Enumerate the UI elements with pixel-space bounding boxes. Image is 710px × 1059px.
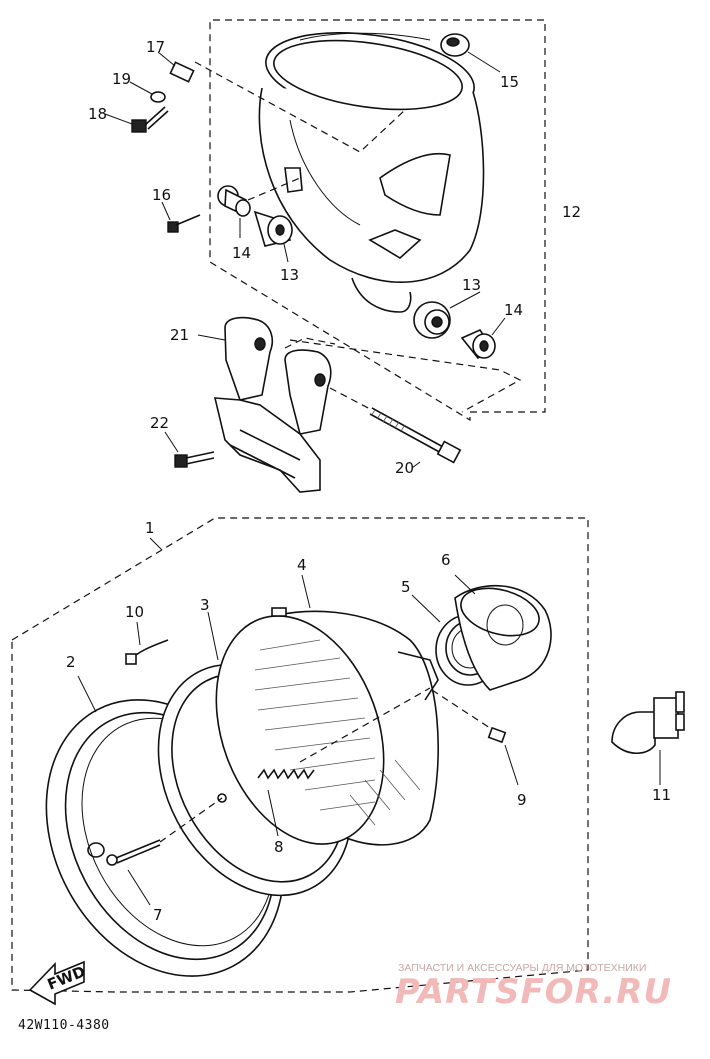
part-label-11: 11 bbox=[652, 786, 671, 804]
leader-14-left bbox=[247, 177, 301, 201]
leader-1 bbox=[149, 537, 163, 551]
bulb-cover-6 bbox=[454, 574, 552, 691]
bolt-20 bbox=[329, 387, 462, 469]
fwd-arrow: FWD bbox=[28, 960, 88, 1006]
leader-13-right bbox=[289, 339, 522, 413]
part-label-8: 8 bbox=[274, 838, 284, 856]
headlight-housing bbox=[258, 31, 485, 313]
collar-14-right bbox=[460, 317, 506, 360]
collar-14-left bbox=[217, 185, 251, 238]
adjust-spring-8 bbox=[257, 687, 431, 837]
part-label-15: 15 bbox=[500, 73, 519, 91]
part-label-14-left: 14 bbox=[232, 244, 251, 262]
part-label-4: 4 bbox=[297, 556, 307, 574]
clip-10 bbox=[125, 621, 169, 665]
part-label-13-right: 13 bbox=[462, 276, 481, 294]
screw-9 bbox=[431, 689, 519, 786]
part-label-17: 17 bbox=[146, 38, 165, 56]
bushing-13-left bbox=[253, 210, 293, 263]
part-label-13-left: 13 bbox=[280, 266, 299, 284]
part-label-18: 18 bbox=[88, 105, 107, 123]
part-label-10: 10 bbox=[125, 603, 144, 621]
lens-unit-4 bbox=[215, 574, 439, 846]
part-label-5: 5 bbox=[401, 578, 411, 596]
diagram-code: 42W110-4380 bbox=[18, 1018, 110, 1033]
part-label-7: 7 bbox=[153, 906, 163, 924]
bushing-13-right bbox=[413, 291, 481, 339]
part-label-16: 16 bbox=[152, 186, 171, 204]
part-label-3: 3 bbox=[200, 596, 210, 614]
part-label-2: 2 bbox=[66, 653, 76, 671]
screw-16 bbox=[161, 201, 201, 233]
adjust-screw-7 bbox=[106, 793, 227, 906]
screw-22 bbox=[164, 431, 215, 468]
part-label-1: 1 bbox=[145, 519, 155, 537]
part-label-22: 22 bbox=[150, 414, 169, 432]
washer-19 bbox=[129, 81, 166, 103]
grommet-15 bbox=[440, 33, 501, 73]
part-label-12: 12 bbox=[562, 203, 581, 221]
housing-group-outline bbox=[209, 19, 546, 422]
part-label-14-right: 14 bbox=[504, 301, 523, 319]
nut-17 bbox=[157, 51, 195, 83]
part-label-21: 21 bbox=[170, 326, 189, 344]
watermark-logo: PARTSFOR.RU bbox=[395, 972, 673, 1012]
bolt-18 bbox=[104, 106, 169, 133]
part-label-20: 20 bbox=[395, 459, 414, 477]
part-label-19: 19 bbox=[112, 70, 131, 88]
bracket-21 bbox=[197, 316, 332, 493]
part-label-9: 9 bbox=[517, 791, 527, 809]
bulb-11 bbox=[611, 691, 685, 785]
leader-17 bbox=[194, 61, 406, 153]
watermark-caption: ЗАПЧАСТИ И АКСЕССУАРЫ ДЛЯ МОТОТЕХНИКИ bbox=[398, 962, 647, 974]
part-label-6: 6 bbox=[441, 551, 451, 569]
bracket-leader bbox=[284, 337, 336, 349]
